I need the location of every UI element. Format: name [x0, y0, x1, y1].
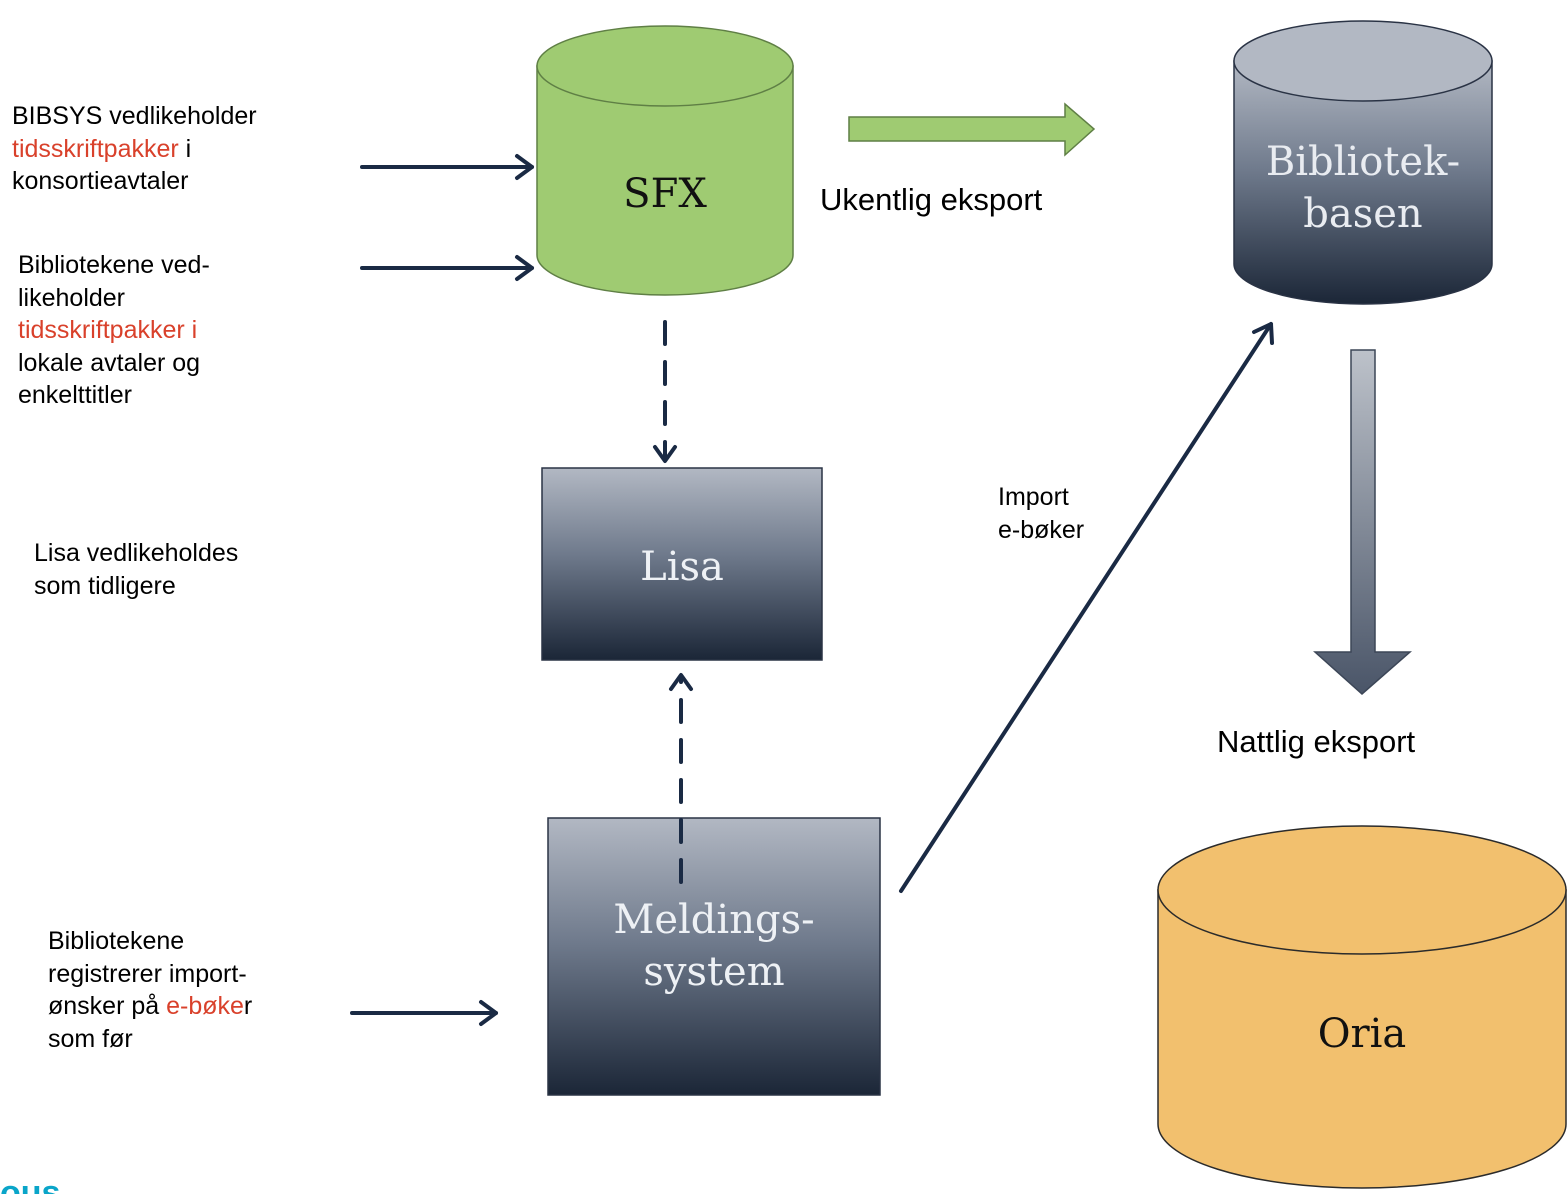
bibsys-label: BIBSYS vedlikeholder tidsskriftpakker i … [12, 100, 357, 198]
logo-text: ous [0, 1176, 60, 1194]
bibliotekbasen-title-line2: basen [1303, 191, 1423, 237]
logo: ous [0, 1176, 80, 1194]
lisa-note-line2: som tidligere [34, 571, 176, 600]
bibsys-label-line2: tidsskriftpakker i [12, 133, 357, 166]
bibsys-label-line2-tail: i [178, 134, 192, 163]
lokal-input-arrow [360, 255, 534, 281]
oria-title: Oria [1317, 1011, 1407, 1057]
registration-line3: ønsker på e-bøker [48, 990, 348, 1023]
import-ebooks-label: Import e-bøker [998, 481, 1158, 546]
registration-highlight: e-bøke [166, 992, 244, 1020]
registration-line3-tail: r [243, 992, 253, 1020]
sfx-database-icon [536, 25, 794, 296]
meldingssystem-title-line2: system [643, 949, 785, 995]
registration-input-arrow [350, 1000, 498, 1026]
bibsys-input-arrow [360, 154, 534, 180]
sfx-title: SFX [623, 171, 707, 217]
bibliotekbasen-title: Bibliotek- basen [1234, 136, 1492, 240]
registration-line2: registrerer import- [48, 959, 247, 988]
lokal-label-line4: lokale avtaler og [18, 348, 201, 377]
lisa-title: Lisa [640, 544, 724, 590]
import-ebooks-line1: Import [998, 483, 1069, 511]
bibliotekbasen-database-icon [1233, 20, 1493, 305]
weekly-export-arrow [848, 102, 1096, 157]
lokal-label-line5: enkelttitler [18, 381, 132, 409]
meldingssystem-to-lisa-dashed-arrow [669, 673, 693, 884]
meldingssystem-box [547, 817, 881, 1096]
weekly-export-label: Ukentlig eksport [820, 182, 1043, 217]
lokal-label-line1: Bibliotekene ved- [18, 251, 210, 279]
import-ebooks-arrow [899, 322, 1274, 893]
meldingssystem-title: Meldings- system [548, 894, 880, 998]
registration-line4: som før [48, 1024, 133, 1053]
sfx-to-lisa-dashed-arrow [653, 320, 677, 463]
import-ebooks-line2: e-bøker [998, 515, 1085, 544]
registration-label: Bibliotekene registrerer import- ønsker … [48, 925, 348, 1055]
lisa-box [541, 467, 823, 661]
lokal-label-line2: likeholder [18, 283, 126, 312]
registration-line3-head: ønsker på [48, 992, 167, 1020]
bibsys-label-line3: konsortieavtaler [12, 167, 189, 195]
lokal-highlight: tidsskriftpakker i [18, 316, 198, 344]
meldingssystem-title-line1: Meldings- [613, 897, 815, 943]
lisa-note-label: Lisa vedlikeholdes som tidligere [34, 537, 354, 602]
bibsys-label-line1: BIBSYS vedlikeholder [12, 102, 257, 130]
lokal-label: Bibliotekene ved- likeholder tidsskriftp… [18, 249, 348, 412]
bibsys-highlight: tidsskriftpakker [12, 134, 179, 163]
bibliotekbasen-title-line1: Bibliotek- [1265, 139, 1461, 185]
registration-line1: Bibliotekene [48, 927, 185, 955]
lisa-note-line1: Lisa vedlikeholdes [34, 539, 239, 567]
oria-database-icon [1157, 825, 1567, 1189]
nightly-export-arrow [1313, 349, 1412, 696]
nightly-export-label: Nattlig eksport [1217, 724, 1416, 759]
